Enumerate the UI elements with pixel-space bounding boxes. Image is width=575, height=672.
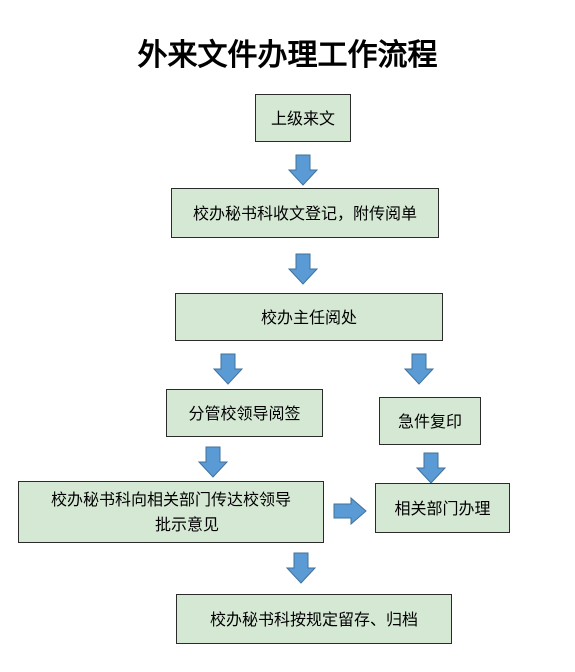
node-notify-line-1: 校办秘书科向相关部门传达校领导	[50, 490, 291, 509]
page-title: 外来文件办理工作流程	[137, 38, 438, 73]
node-leader-sign-label: 分管校领导阅签	[188, 403, 301, 423]
node-register-label: 校办秘书科收文登记，附传阅单	[192, 203, 417, 223]
right-arrow-icon	[333, 496, 367, 526]
node-register: 校办秘书科收文登记，附传阅单	[171, 188, 439, 238]
down-arrow-icon	[403, 353, 435, 385]
node-archive: 校办秘书科按规定留存、归档	[176, 594, 452, 644]
down-arrow-icon	[415, 452, 447, 484]
node-notify-departments: 校办秘书科向相关部门传达校领导 批示意见	[18, 481, 324, 543]
down-arrow-icon	[287, 154, 319, 186]
down-arrow-icon	[197, 446, 229, 478]
down-arrow-icon	[287, 253, 319, 285]
node-incoming-document: 上级来文	[255, 94, 351, 142]
node-archive-label: 校办秘书科按规定留存、归档	[209, 609, 418, 629]
node-urgent-copy-label: 急件复印	[397, 411, 462, 431]
down-arrow-icon	[285, 552, 317, 584]
node-urgent-copy: 急件复印	[379, 397, 481, 445]
node-leader-sign: 分管校领导阅签	[166, 389, 323, 437]
node-notify-line-2: 批示意见	[154, 515, 219, 534]
down-arrow-icon	[212, 353, 244, 385]
node-department-handling-label: 相关部门办理	[394, 498, 491, 518]
node-director-review: 校办主任阅处	[175, 293, 443, 341]
node-director-review-label: 校办主任阅处	[260, 307, 357, 327]
node-department-handling: 相关部门办理	[375, 483, 510, 533]
node-incoming-document-label: 上级来文	[270, 108, 335, 128]
